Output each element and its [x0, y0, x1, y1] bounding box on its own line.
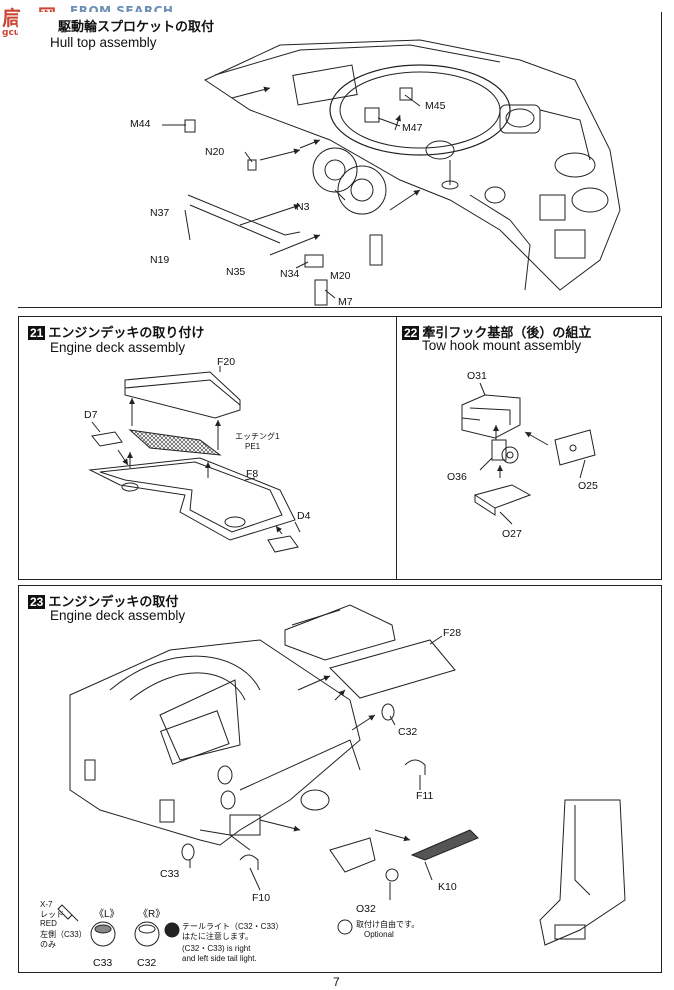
- legend-c32: C32: [137, 957, 157, 969]
- step-21-number: 21: [28, 326, 46, 340]
- label-o32: O32: [356, 903, 376, 915]
- label-n34: N34: [280, 268, 300, 280]
- label-f10: F10: [252, 892, 271, 904]
- page-number: 7: [333, 975, 340, 989]
- legend-left-jp-2: のみ: [40, 940, 56, 949]
- label-o31: O31: [467, 370, 487, 382]
- legend-note-en-1: (C32・C33) is right: [182, 944, 251, 953]
- legend-note-jp-1: テールライト（C32・C33）: [182, 922, 284, 931]
- label-c32: C32: [398, 726, 418, 738]
- step-22-title-en: Tow hook mount assembly: [422, 338, 582, 353]
- step-23-number: 23: [28, 595, 46, 609]
- label-k10: K10: [438, 881, 457, 893]
- step-hull-top-panel: [18, 12, 662, 308]
- legend-r-mark: 《R》: [138, 909, 166, 920]
- label-n3: N3: [296, 201, 310, 213]
- label-o36: O36: [447, 471, 467, 483]
- label-f20: F20: [217, 356, 236, 368]
- label-n37: N37: [150, 207, 170, 219]
- step-top-title-jp: 駆動輪スプロケットの取付: [58, 19, 215, 34]
- label-m44: M44: [130, 118, 151, 130]
- label-n20: N20: [205, 146, 225, 158]
- step-23-panel: [18, 585, 662, 973]
- step-top-title-en: Hull top assembly: [50, 35, 157, 50]
- label-m47: M47: [402, 122, 423, 134]
- label-m7: M7: [338, 296, 353, 308]
- label-etch-jp: エッチング1: [235, 432, 280, 441]
- label-f8: F8: [246, 468, 259, 480]
- legend-note-en-2: and left side tail light.: [182, 954, 257, 963]
- label-m20: M20: [330, 270, 351, 282]
- label-o27: O27: [502, 528, 522, 540]
- label-c33: C33: [160, 868, 180, 880]
- label-d7: D7: [84, 409, 98, 421]
- step-21-title-jp: エンジンデッキの取り付け: [48, 325, 205, 340]
- step-22-number: 22: [402, 326, 420, 340]
- step-21-title-en: Engine deck assembly: [50, 340, 186, 355]
- legend-c33: C33: [93, 957, 113, 969]
- watermark-logo: 扃: [2, 6, 22, 30]
- label-etch-en: PE1: [245, 442, 261, 451]
- label-o25: O25: [578, 480, 598, 492]
- label-n35: N35: [226, 266, 246, 278]
- label-d4: D4: [297, 510, 311, 522]
- step-23-title-en: Engine deck assembly: [50, 608, 186, 623]
- legend-optional-jp: 取付け自由です。: [356, 920, 420, 929]
- legend-paint-en: RED: [40, 919, 57, 928]
- label-n19: N19: [150, 254, 170, 266]
- step-22-panel: [396, 316, 662, 580]
- step-23-title-jp: エンジンデッキの取付: [48, 594, 179, 609]
- label-f11: F11: [416, 790, 434, 802]
- legend-l-mark: 《L》: [94, 909, 120, 920]
- label-f28: F28: [443, 627, 462, 639]
- legend-optional-en: Optional: [364, 930, 394, 939]
- label-m45: M45: [425, 100, 446, 112]
- legend-note-jp-2: はたに注意します。: [182, 932, 254, 941]
- step-22-title-jp: 牽引フック基部（後）の組立: [422, 325, 592, 340]
- legend-paint-jp: レッド: [40, 910, 64, 919]
- legend-paint-code: X-7: [40, 900, 53, 909]
- legend-left-jp-1: 左側（C33）: [40, 930, 87, 939]
